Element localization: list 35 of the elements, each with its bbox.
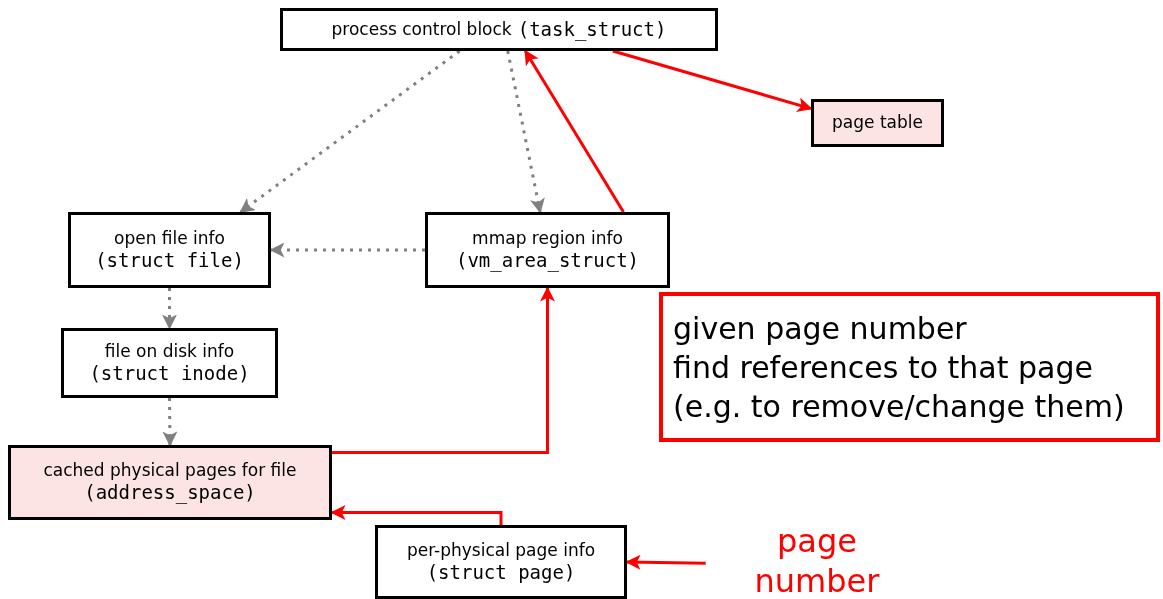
note-text: find references to that page [673,348,1093,387]
arrow [332,286,555,454]
process-box [375,525,627,599]
process-box [61,328,278,398]
process-box [280,8,718,51]
struct-name: (struct file) [95,248,244,273]
struct-name: (vm_area_struct) [456,248,639,273]
arrow [612,49,813,113]
struct-name: (address_space) [84,481,256,505]
process-box [8,445,332,520]
node-label: process control block [331,18,512,41]
struct-name: (struct page) [426,560,576,585]
arrow [506,50,545,214]
process-box [425,212,670,288]
note-text: (e.g. to remove/change them) [673,387,1125,426]
node-label: mmap region info [472,227,623,249]
note-text: given page number [673,309,967,348]
node-label: file on disk info [104,340,235,362]
struct-name: (task_struct) [517,17,667,42]
arrow [162,398,178,447]
process-box [68,212,271,288]
arrow [162,288,177,330]
node-label: page table [832,112,923,134]
note-box [659,292,1160,442]
arrow [269,242,425,258]
arrow [625,554,706,570]
arrow [239,49,461,214]
node-label: cached physical pages for file [43,460,297,482]
process-box [811,99,944,147]
arrow [524,49,625,213]
callout-text: page number [753,521,881,599]
node-label: per-physical page info [406,539,596,561]
node-label: open file info [114,227,225,249]
struct-name: (struct inode) [89,361,250,386]
arrow [330,505,503,525]
